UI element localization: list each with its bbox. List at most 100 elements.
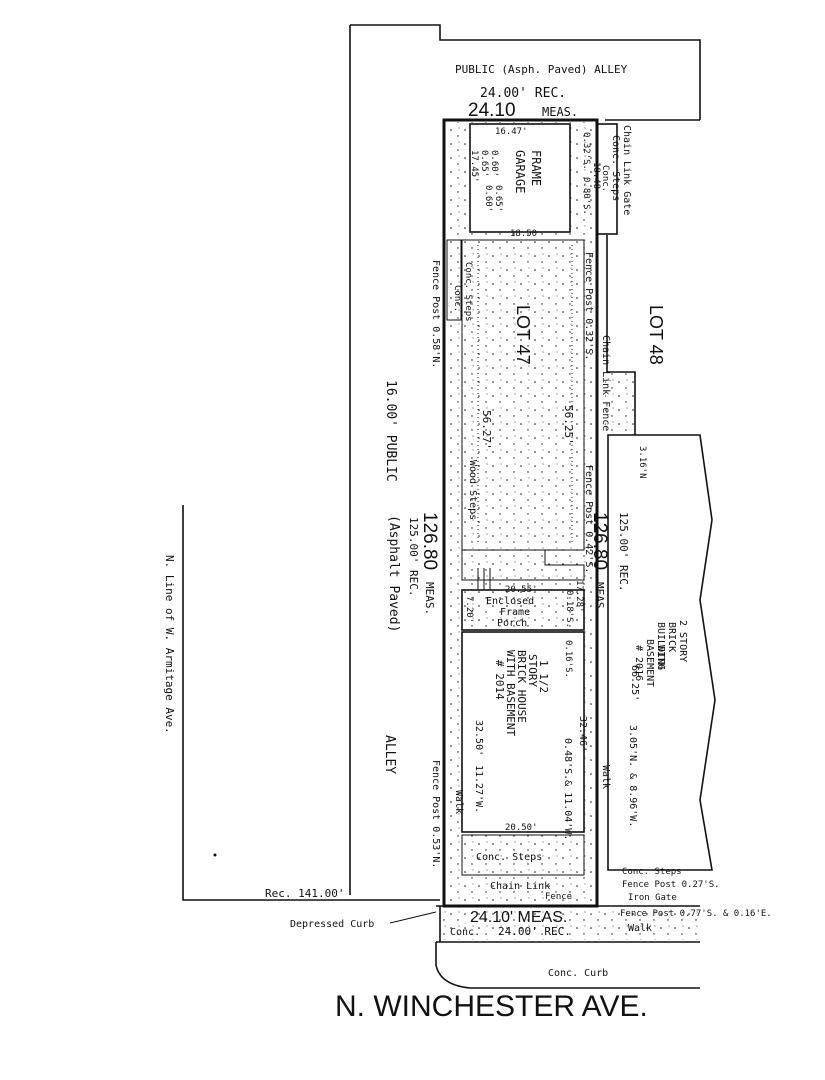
house-width-bottom: 20.50' <box>505 823 538 833</box>
neighbor-dim: 66.25' <box>629 665 640 701</box>
house-bg <box>462 632 584 832</box>
curb-line <box>435 942 700 989</box>
neighbor-label-2: BRICK <box>666 622 677 652</box>
garage-bg <box>470 124 570 232</box>
wood-steps-area <box>461 549 585 581</box>
conc-curb-label: Conc. Curb <box>548 968 608 979</box>
porch-label-2: Frame <box>500 607 530 618</box>
garage-right-dim: 18.48 <box>591 162 601 189</box>
conc-steps-left-label: Conc. Steps <box>463 262 473 322</box>
wood-steps-label: Wood Steps <box>467 460 478 520</box>
lot-48-label: LOT 48 <box>646 305 666 365</box>
lot-48-stipple <box>605 372 635 435</box>
garage-left-1: 0.60' <box>489 150 499 177</box>
chain-link-gate-label: Chain Link Gate <box>621 125 632 215</box>
garage-off-1: 0.32'S. <box>581 132 591 170</box>
armitage-line-label: N. Line of W. Armitage Ave. <box>163 555 176 734</box>
house-off-1: 11.27'W. <box>473 765 484 813</box>
sidewalk-stipple <box>440 908 698 940</box>
asphalt-paved-label: (Asphalt Paved) <box>386 515 401 632</box>
porch-right-2: 0.18'S. <box>564 590 574 628</box>
house-structure <box>461 631 585 833</box>
left-meas-unit: MEAS. <box>423 582 436 615</box>
right-meas-label: 126.80 <box>589 512 610 570</box>
fence-post-042-label: Fence Post 0.42'S. <box>583 465 594 573</box>
garage-label-1: FRAME <box>529 150 543 186</box>
bottom-walk-label: Walk <box>628 923 652 934</box>
walk-left-label: Walk <box>453 790 464 814</box>
garage-left-2: 0.65' <box>479 150 489 177</box>
neighbor-label-1: 2 STORY <box>677 620 688 662</box>
house-label-2: STORY <box>526 654 539 687</box>
fence-post-032-label: Fence Post 0.32'S. <box>583 252 594 360</box>
armitage-line <box>182 505 440 901</box>
alley-top-line <box>350 24 701 120</box>
conc-steps-bottom-box <box>461 834 585 876</box>
street-name: N. WINCHESTER AVE. <box>335 990 648 1023</box>
garage-left-4: 0.65' <box>493 185 503 212</box>
garage-structure <box>469 123 571 233</box>
garage-label-2: GARAGE <box>513 150 527 193</box>
alley-top-label: PUBLIC (Asph. Paved) ALLEY <box>455 63 628 76</box>
house-dim-right: 32.46' <box>577 716 588 752</box>
neighbor-label-4: WITH <box>655 645 666 669</box>
chain-link-fence-bottom-2: Fence <box>545 892 572 902</box>
neighbor-building-structure <box>607 434 716 871</box>
conc-left-label: Conc. <box>452 285 462 312</box>
conc-steps-top-label: Conc. Steps <box>610 135 621 201</box>
house-off-2: 0.48'S.& 11.04'W. <box>562 738 573 840</box>
wood-steps-lines <box>477 568 491 590</box>
rec-141-label: Rec. 141.00' <box>265 887 344 900</box>
conc-steps-left-strip <box>446 239 462 321</box>
bottom-conc-label: Conc. <box>450 927 480 938</box>
porch-right-1: 17.28' <box>574 580 584 613</box>
neighbor-off: 3.05'N. & 8.96'W. <box>627 725 638 827</box>
porch-label-1: Enclosed <box>486 596 534 607</box>
house-label-1: 1 1/2 <box>537 660 550 693</box>
neighbor-label-3: BUILDING <box>655 622 666 670</box>
walk-right-label: Walk <box>600 765 611 789</box>
house-label-5: # 2014 <box>493 660 506 700</box>
top-meas-label: 24.10 <box>468 100 516 121</box>
dim-316-label: 3.16'N <box>637 446 647 479</box>
conc-steps-right-label: Conc. Steps <box>622 867 682 877</box>
house-label-3: BRICK HOUSE <box>515 650 528 723</box>
neighbor-label-5: BASEMENT <box>644 639 655 687</box>
alley-word-label: ALLEY <box>382 735 397 774</box>
garage-width-top: 16.47' <box>495 127 528 137</box>
garage-left-3: 17.45' <box>469 150 479 183</box>
left-rec-label: 125.00' REC. <box>407 517 420 596</box>
top-meas-unit: MEAS. <box>542 105 578 119</box>
fence-post-058-label: Fence Post 0.58'N. <box>430 260 441 368</box>
enclosed-porch-structure <box>461 589 585 631</box>
porch-left: 7.20' <box>464 596 474 623</box>
chain-link-fence-label: Chain Link Fence <box>600 335 611 431</box>
house-label-4: WITH BASEMENT <box>504 650 517 736</box>
fence-post-left-bottom: Fence Post 0.53'N. <box>430 760 441 868</box>
garage-off-2: 0.80'S. <box>581 177 591 215</box>
left-meas-label: 126.80 <box>419 512 440 570</box>
chain-link-fence-bottom-1: Chain Link <box>490 881 550 892</box>
top-rec-label: 24.00' REC. <box>480 86 566 101</box>
bottom-meas-label: 24.10' MEAS. <box>470 909 567 926</box>
garage-width-bottom: 18.50 <box>510 229 537 239</box>
survey-mark <box>213 853 217 857</box>
dim-5627-label: 56.27' <box>480 410 493 450</box>
public-alley-left-label: 16.00' PUBLIC <box>383 380 398 482</box>
fence-post-027-label: Fence Post 0.27'S. <box>622 880 720 890</box>
lot-47-label: LOT 47 <box>513 305 533 365</box>
porch-width: 20.55' <box>505 585 538 595</box>
conc-steps-bottom-label: Conc. Steps <box>476 852 542 863</box>
neighbor-label-6: # 2016 <box>633 645 644 681</box>
conc-label: Conc. <box>600 165 610 192</box>
bottom-rec-label: 24.00' REC. <box>498 925 571 938</box>
conc-strip <box>596 123 618 235</box>
iron-gate-label: Iron Gate <box>628 893 677 903</box>
depressed-curb-label: Depressed Curb <box>290 919 374 930</box>
house-dim-left: 32.50' <box>473 720 484 756</box>
fence-post-077-label: Fence Post 0.77'S. & 0.16'E. <box>620 909 772 919</box>
right-meas-unit: MEAS. <box>593 582 606 615</box>
garage-left-5: 0.60' <box>483 185 493 212</box>
right-rec-label: 125.00' REC. <box>617 512 630 591</box>
